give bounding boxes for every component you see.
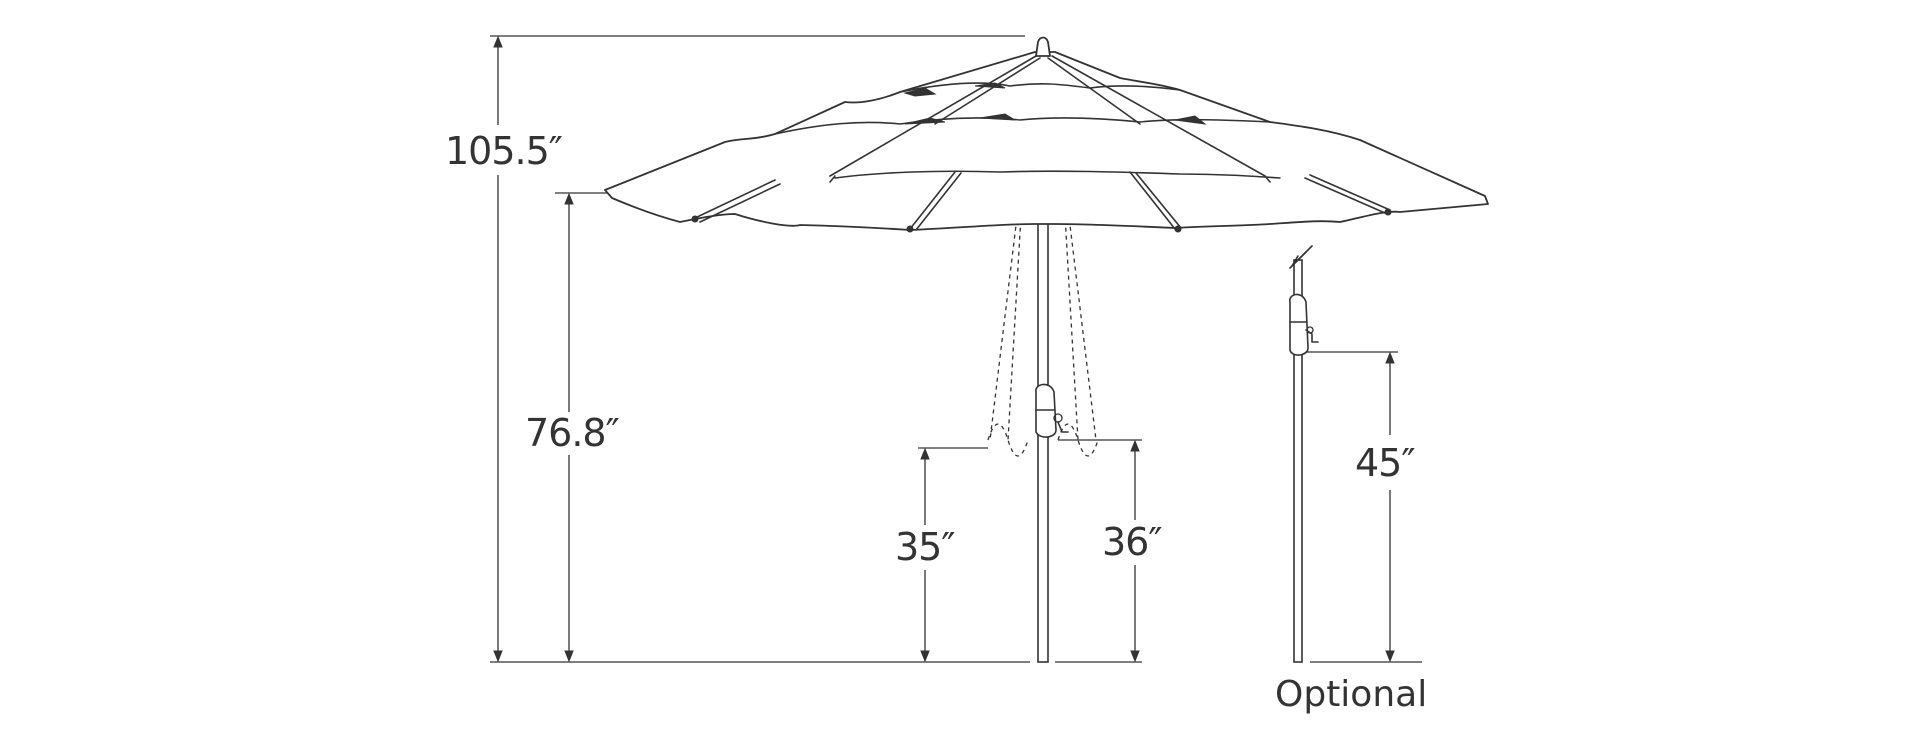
rib-height-label: 76.8″ [525, 411, 620, 455]
overall-height-dimension: 105.5″ [445, 35, 1025, 663]
optional-crank-pole [1289, 245, 1319, 663]
optional-crank-height-label: 45″ [1355, 441, 1415, 485]
crank-housing [1035, 383, 1069, 438]
optional-crank-height-dimension: 45″ [1306, 351, 1416, 663]
crank-height-left-label: 35″ [895, 525, 955, 569]
tilt-guide-lines [987, 59, 1099, 457]
crank-height-right-label: 36″ [1102, 520, 1162, 564]
rib-height-dimension: 76.8″ [525, 192, 621, 663]
optional-label: Optional [1275, 674, 1427, 715]
umbrella-canopy [604, 36, 1489, 233]
crank-height-left-dimension: 35″ [895, 447, 988, 663]
overall-height-label: 105.5″ [445, 129, 563, 173]
crank-height-right-dimension: 36″ [1058, 439, 1163, 663]
